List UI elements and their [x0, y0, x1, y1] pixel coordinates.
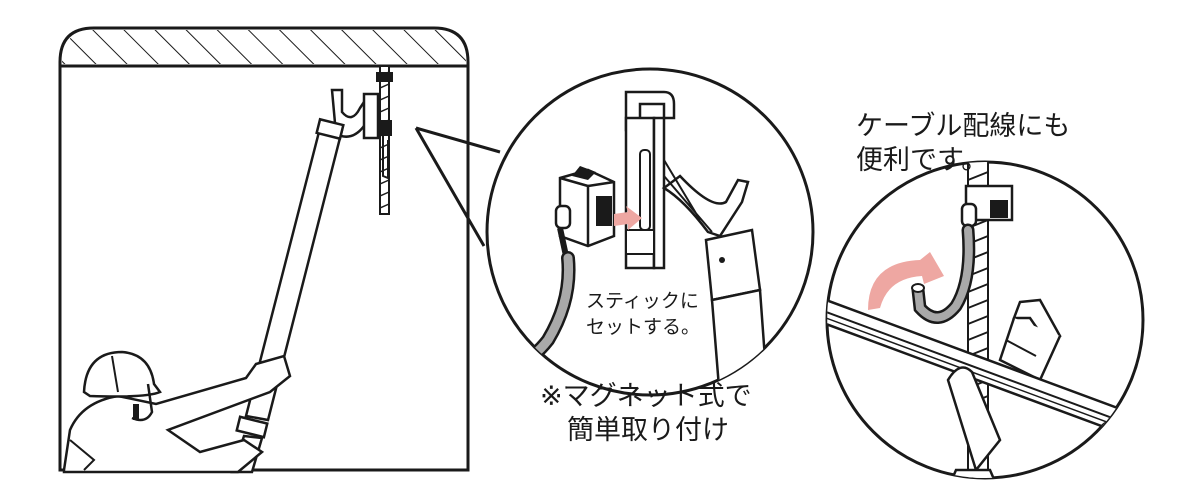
- helmet: [82, 350, 162, 398]
- cable-label-line1: ケーブル配線にも: [856, 111, 1071, 142]
- hanger-body: [624, 90, 750, 270]
- attach-arrow: [614, 206, 642, 230]
- magnet-label-line2: 簡単取り付け: [567, 415, 729, 446]
- magnet-clip: [554, 166, 616, 257]
- ceiling-hatch: [62, 30, 466, 64]
- magnet-label-line1: ※マグネット式で: [540, 381, 752, 412]
- conduit-rail: [827, 298, 1143, 446]
- worker-figure: [62, 350, 292, 474]
- cable-label-line2: 便利です。: [856, 145, 989, 176]
- stick-label-line1: スティックに: [586, 290, 699, 312]
- route-arrow: [868, 252, 944, 310]
- hanger-tool-small: [330, 88, 392, 180]
- zoom-pointer: [415, 126, 501, 154]
- lower-holder: [946, 366, 1002, 478]
- stick-label-line2: セットする。: [586, 316, 701, 338]
- zoom-detail-circle: [485, 67, 815, 397]
- cable-bundle-ends: [1098, 420, 1143, 462]
- install-scene-panel: [58, 26, 470, 474]
- cable-use-circle: [825, 160, 1145, 480]
- cable-hanger: [998, 298, 1062, 382]
